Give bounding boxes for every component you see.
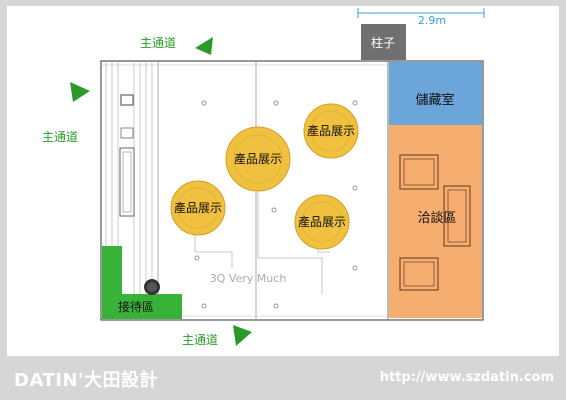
arrow-icon xyxy=(233,325,252,346)
reception-label: 接待區 xyxy=(118,299,154,314)
display-table-1: 產品展示 xyxy=(225,126,291,192)
reception-area: 接待區 xyxy=(102,246,182,319)
aisle-label: 主通道 xyxy=(182,333,218,347)
website-url[interactable]: http://www.szdatin.com xyxy=(379,370,554,385)
display-table-3: 產品展示 xyxy=(170,180,226,236)
pillar: 柱子 xyxy=(361,24,406,60)
display-label: 產品展示 xyxy=(307,123,355,138)
floor-text: 3Q Very Much xyxy=(210,272,287,285)
arrow-icon xyxy=(70,82,90,102)
storage-label: 儲藏室 xyxy=(415,92,454,108)
brand-logo-text: DATIN'大田設計 xyxy=(14,370,159,391)
display-table-4: 產品展示 xyxy=(294,194,350,250)
dimension-label: 2.9m xyxy=(418,14,446,27)
dimension-marker: 2.9m xyxy=(357,8,485,27)
aisle-bottom: 主通道 xyxy=(182,325,252,347)
storage-room: 儲藏室 xyxy=(389,62,482,125)
display-label: 產品展示 xyxy=(174,200,222,215)
arrow-icon xyxy=(195,37,213,55)
display-table-2: 產品展示 xyxy=(303,103,359,159)
display-label: 產品展示 xyxy=(234,151,282,166)
pillar-label: 柱子 xyxy=(371,35,395,50)
negotiation-label: 洽談區 xyxy=(417,210,456,226)
negotiation-area: 洽談區 xyxy=(389,125,482,318)
display-label: 產品展示 xyxy=(298,214,346,229)
aisle-top: 主通道 xyxy=(140,36,213,55)
aisle-label: 主通道 xyxy=(140,36,176,50)
aisle-left: 主通道 xyxy=(42,82,90,144)
aisle-label: 主通道 xyxy=(42,130,78,144)
